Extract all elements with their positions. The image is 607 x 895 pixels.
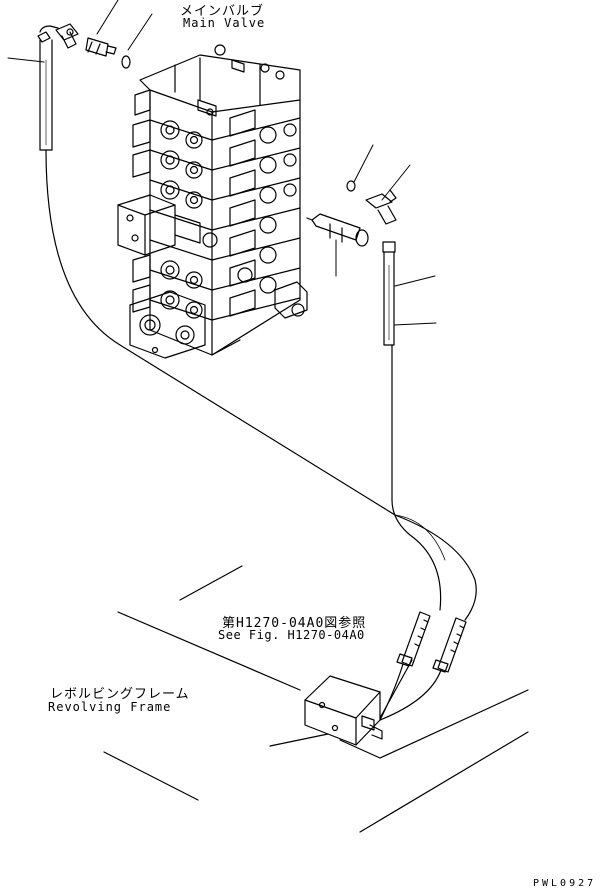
revolving-frame-label-en: Revolving Frame [48,700,172,714]
right-hose [382,241,396,346]
elbow-fitting [55,23,79,49]
adapter-fitting [85,37,117,57]
hose-routing [45,149,477,621]
see-fig-label-jp: 第H1270-04A0図参照 [222,616,367,631]
leader-lines [7,0,437,326]
elbow-fitting-right [365,189,397,225]
pilot-fitting [306,213,369,247]
drawing-code: PWL0927 [533,878,597,889]
pressure-block [304,675,383,746]
main-valve-label-jp: メインバルブ [180,4,265,19]
o-ring [121,55,131,69]
main-valve-body [117,44,308,359]
see-fig-label-en: See Fig. H1270-04A0 [218,628,365,642]
lower-hose-ends [379,611,467,721]
revolving-frame-label-jp: レボルビングフレーム [50,687,190,702]
revolving-frame [103,565,529,833]
o-ring [346,180,356,192]
main-valve-label-en: Main Valve [183,16,266,30]
left-hose [37,25,59,151]
